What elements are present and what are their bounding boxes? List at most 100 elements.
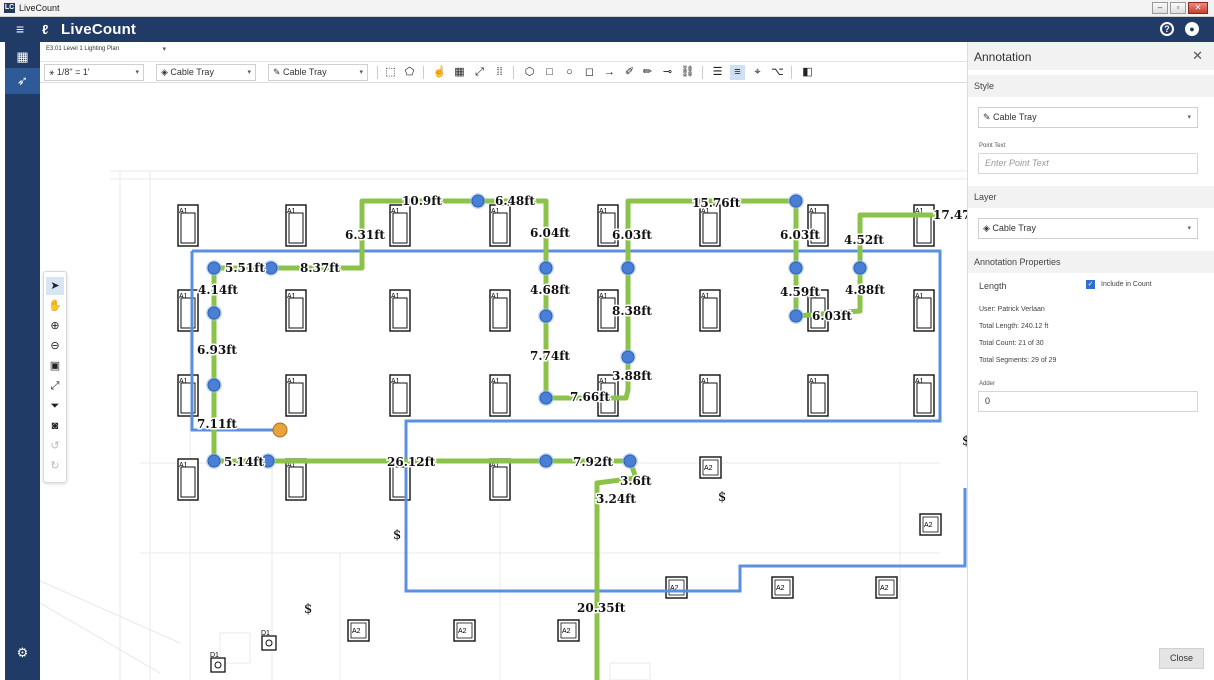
chevron-down-icon[interactable]: ▾: [162, 46, 166, 53]
window-title-bar: LC LiveCount – ▫ ✕: [0, 0, 1214, 17]
sidebar-item-settings[interactable]: ⚙: [5, 640, 40, 666]
tab-document[interactable]: E3.01 Level 1 Lighting Plan ▾: [40, 42, 168, 61]
receptacle-symbol: $: [962, 434, 967, 449]
user-account-icon[interactable]: ●: [1185, 22, 1199, 36]
path-endpoint-marker[interactable]: [272, 422, 288, 438]
style-select[interactable]: ✎ Cable Tray ▾: [268, 64, 368, 81]
close-button[interactable]: Close: [1159, 648, 1204, 669]
freehand-icon[interactable]: ⬡: [524, 66, 535, 78]
hamburger-menu-icon[interactable]: ≡: [16, 21, 25, 37]
measure-icon[interactable]: ⤢: [475, 66, 484, 78]
layer-dropdown[interactable]: ◈ Cable Tray ▾: [978, 218, 1198, 239]
zoom-out-icon[interactable]: ⊖: [50, 340, 60, 352]
circle-icon[interactable]: ○: [566, 66, 573, 78]
list-icon[interactable]: ☰: [712, 66, 723, 78]
a1-label: A1: [599, 208, 608, 215]
undo-icon[interactable]: ↺: [50, 440, 60, 452]
help-icon[interactable]: ?: [1160, 22, 1174, 36]
link-icon[interactable]: ⛓: [680, 66, 695, 78]
minimize-button[interactable]: –: [1152, 2, 1168, 14]
chevron-down-icon: ▾: [359, 69, 363, 76]
segment-node[interactable]: [207, 306, 221, 320]
filter-lines-icon[interactable]: ≡: [730, 65, 745, 80]
compare-icon[interactable]: ◧: [802, 66, 813, 78]
sidebar-item-takeoff[interactable]: ➶: [5, 68, 40, 94]
segment-node[interactable]: [853, 261, 867, 275]
a1-label: A1: [915, 293, 924, 300]
pencil-icon[interactable]: ✏: [642, 66, 653, 78]
sidebar-item-projects[interactable]: ▦: [5, 44, 40, 70]
a1-label: A1: [701, 293, 710, 300]
fit-page-icon[interactable]: ▣: [49, 360, 61, 372]
panel-title: Annotation: [974, 50, 1032, 64]
segment-length-label: 6.93ft: [197, 343, 237, 357]
a2-label: A2: [458, 628, 467, 635]
segment-node[interactable]: [207, 454, 221, 468]
segment-node[interactable]: [261, 454, 275, 468]
adder-input[interactable]: 0: [978, 391, 1198, 412]
zoom-in-icon[interactable]: ⊕: [50, 320, 60, 332]
point-text-input[interactable]: Enter Point Text: [978, 153, 1198, 174]
polygon-select-icon[interactable]: ⬠: [404, 66, 415, 78]
segment-node[interactable]: [621, 350, 635, 364]
a1-fixture: A1: [699, 204, 721, 247]
segment-nodes[interactable]: [206, 193, 868, 469]
arrow-icon[interactable]: →: [604, 66, 615, 78]
camera-icon[interactable]: ◙: [51, 420, 59, 432]
segment-node[interactable]: [621, 261, 635, 275]
a1-label: A1: [179, 208, 188, 215]
include-in-count-checkbox[interactable]: ✓: [1086, 280, 1095, 289]
segment-node[interactable]: [623, 454, 637, 468]
segment-length-labels: 10.9ft6.48ft15.76ft17.47ft6.31ft6.04ft6.…: [196, 193, 968, 617]
count-tool-icon[interactable]: ☝: [432, 66, 447, 78]
a2-fixture: A2: [453, 619, 476, 642]
segment-node[interactable]: [789, 194, 803, 208]
pan-hand-icon[interactable]: ✋: [48, 300, 62, 312]
style-section-label: Style: [974, 81, 995, 91]
segment-node[interactable]: [789, 261, 803, 275]
filter-icon[interactable]: ⏷: [50, 400, 60, 412]
segment-node[interactable]: [539, 454, 553, 468]
maximize-button[interactable]: ▫: [1170, 2, 1186, 14]
pen-icon: ✎: [983, 112, 994, 122]
a1-label: A1: [391, 462, 400, 469]
segment-node[interactable]: [539, 309, 553, 323]
segment-length-label: 8.38ft: [612, 304, 652, 318]
pointer-tool-icon[interactable]: ➤: [46, 277, 64, 295]
app-logo-icon: LC: [4, 3, 15, 13]
segment-node[interactable]: [471, 194, 485, 208]
boundary-path[interactable]: [192, 249, 967, 593]
close-panel-icon[interactable]: ✕: [1192, 48, 1203, 63]
layer-select[interactable]: ◈ Cable Tray ▾: [156, 64, 256, 81]
segment-length-label: 10.9ft: [402, 194, 442, 208]
calculator-icon[interactable]: ▦: [454, 66, 465, 78]
segment-node[interactable]: [539, 391, 553, 405]
segment-node[interactable]: [789, 309, 803, 323]
scale-select[interactable]: ⚹ 1/8" = 1' ▾: [44, 64, 144, 81]
redo-icon[interactable]: ↻: [50, 460, 60, 472]
segment-length-label: 6.03ft: [780, 228, 820, 242]
close-window-button[interactable]: ✕: [1188, 2, 1208, 14]
note-icon[interactable]: ◻: [584, 66, 595, 78]
branch-path[interactable]: [190, 251, 278, 432]
route-icon[interactable]: ⌥: [771, 66, 784, 78]
segment-node[interactable]: [207, 378, 221, 392]
segment-node[interactable]: [264, 261, 278, 275]
stamp-icon[interactable]: ⊸: [662, 66, 673, 78]
a1-label: A1: [701, 378, 710, 385]
expand-icon[interactable]: ⤢: [50, 380, 60, 392]
segment-node[interactable]: [207, 261, 221, 275]
rectangle-icon[interactable]: □: [546, 66, 553, 78]
crosshair-icon[interactable]: ⌖: [754, 66, 761, 78]
a2-label: A2: [776, 585, 785, 592]
toolbar-divider: [423, 66, 424, 79]
a1-label: A1: [915, 208, 924, 215]
select-area-icon[interactable]: ⬚: [385, 66, 396, 78]
style-dropdown[interactable]: ✎ Cable Tray ▾: [978, 107, 1198, 128]
highlighter-icon[interactable]: ✐: [624, 66, 635, 78]
grid-count-icon[interactable]: ⁞⁞: [496, 66, 503, 78]
segment-node[interactable]: [539, 261, 553, 275]
